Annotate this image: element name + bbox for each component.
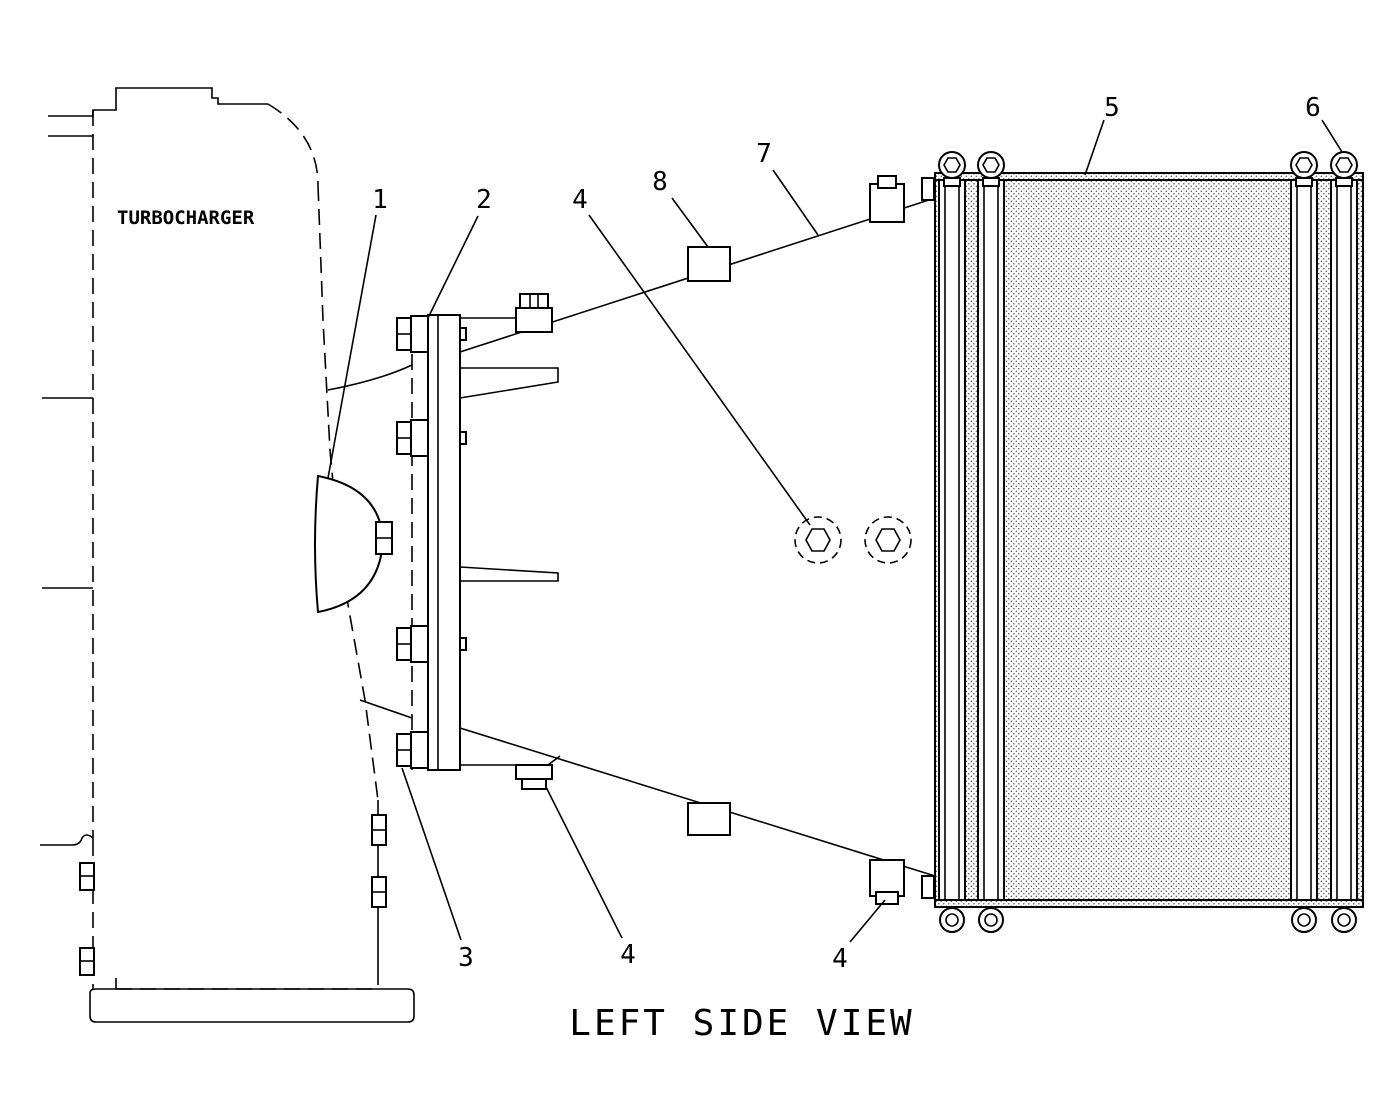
- callout-1: 1: [372, 185, 388, 215]
- strap: [1330, 179, 1358, 901]
- outlet-flange: [411, 314, 461, 771]
- flange-bolts: [396, 315, 467, 769]
- bolt: [396, 315, 467, 353]
- callout-2: 2: [476, 185, 492, 215]
- strap-hex-heads-top: [938, 151, 1358, 187]
- leader-lines: [327, 119, 1343, 943]
- callout-6: 6: [1305, 93, 1321, 123]
- strap: [977, 179, 1005, 901]
- callout-4-lower-right: 4: [832, 944, 848, 974]
- strap-bands: [938, 179, 1358, 901]
- bolt: [396, 625, 467, 663]
- callout-8: 8: [652, 167, 668, 197]
- bolt: [396, 419, 467, 457]
- turbocharger-housing: [40, 87, 415, 1023]
- transition-duct: [459, 175, 936, 905]
- callout-4-upper: 4: [572, 185, 588, 215]
- turbocharger-label: TURBOCHARGER: [117, 207, 255, 229]
- callout-5: 5: [1104, 93, 1120, 123]
- strap: [938, 179, 966, 901]
- strap: [1290, 179, 1318, 901]
- clamp-dome: [314, 474, 393, 614]
- callout-4-lower-left: 4: [620, 940, 636, 970]
- strap-eyelets-bottom: [939, 907, 1357, 933]
- view-title: LEFT SIDE VIEW: [569, 1003, 914, 1044]
- callout-7: 7: [756, 139, 772, 169]
- callout-3: 3: [458, 943, 474, 973]
- bolt: [396, 731, 429, 769]
